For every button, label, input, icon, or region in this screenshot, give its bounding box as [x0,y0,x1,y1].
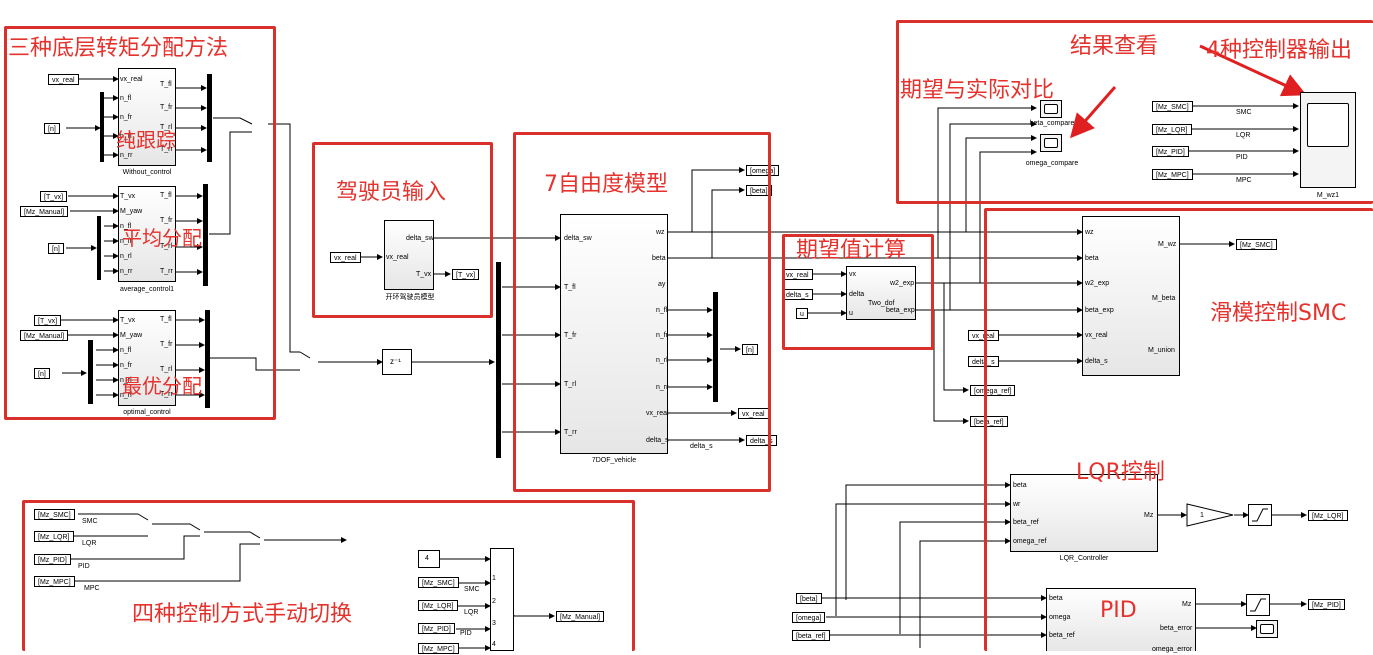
tag-mz-pid-out[interactable]: [Mz_PID] [1308,599,1345,610]
without-control-name: Without_control [122,169,172,176]
driver-block[interactable] [384,220,434,290]
annotation-pid: PID [1100,598,1137,623]
scope-pid-error[interactable] [1256,620,1278,638]
lqr-name: LQR_Controller [1059,555,1109,562]
scope-omega-name: omega_compare [1025,160,1079,167]
driver-name: 开环驾驶员模型 [385,294,435,301]
tag-mz-manual-out[interactable]: [Mz_Manual] [556,611,605,622]
bus-without-out [207,74,212,162]
vehicle-7dof-block[interactable] [560,214,668,454]
gain-value: 1 [1200,512,1204,519]
tag-mz-lqr-3[interactable]: [Mz_LQR] [418,600,458,611]
tag-mz-lqr-out[interactable]: [Mz_LQR] [1308,510,1348,521]
average-control-block[interactable] [118,186,176,282]
tag-tvx-2[interactable]: [T_vx] [34,315,62,326]
bus-vehicle-n [713,292,718,402]
saturation-lqr[interactable] [1248,504,1272,526]
tag-tvx-1[interactable]: [T_vx] [40,191,68,202]
average-control-name: average_control1 [119,286,175,293]
bus-vehicle-in [496,262,501,458]
vehicle-name: 7DOF_vehicle [591,457,637,464]
tag-n-out[interactable]: [n] [742,344,758,355]
tag-beta-ref-pid[interactable]: [beta_ref] [792,630,830,641]
annotation-torque-methods: 三种底层转矩分配方法 [8,36,229,61]
unit-delay-label: z⁻¹ [390,357,401,366]
pid-block[interactable] [1046,588,1196,651]
saturation-pid[interactable] [1246,594,1270,616]
tag-mz-pid-3[interactable]: [Mz_PID] [418,623,455,634]
annotation-driver-input: 驾驶员输入 [336,180,447,205]
tag-beta-out[interactable]: [beta] [746,185,772,196]
bus-optimal [88,340,93,404]
smc-block[interactable] [1082,216,1180,376]
box-manual-switch [22,500,635,651]
scope-beta-name: beta_compare [1029,120,1075,127]
tag-mz-smc-1[interactable]: [Mz_SMC] [1152,101,1193,112]
annotation-7dof: 7自由度模型 [544,172,668,197]
constant-block[interactable] [418,550,440,568]
annotation-pure-tracking: 纯跟踪 [116,128,176,152]
tag-beta-ref[interactable]: [beta_ref] [970,416,1008,427]
optimal-control-block[interactable] [118,310,176,406]
tag-mz-manual-2[interactable]: [Mz_Manual] [20,330,69,341]
annotation-average: 平均分配 [122,226,202,250]
tag-mz-pid-2[interactable]: [Mz_PID] [34,554,71,565]
scope-mwz1-name: M_wz1 [1316,192,1340,199]
annotation-four-outputs: 4种控制器输出 [1206,38,1352,63]
tag-vx-real-4[interactable]: vx_real [968,330,999,341]
box-controllers [984,208,1373,651]
unit-delay-block[interactable] [382,349,412,375]
tag-omega-out[interactable]: [omega] [746,165,780,176]
tag-n-1[interactable]: [n] [44,123,60,134]
annotation-expected-calc: 期望值计算 [796,238,907,263]
box-results [896,20,1373,204]
bus-average [97,216,101,280]
tag-n-3[interactable]: [n] [34,368,50,379]
lqr-block[interactable] [1010,474,1158,552]
tag-mz-lqr-2[interactable]: [Mz_LQR] [34,531,74,542]
tag-omega-pid[interactable]: [omega] [792,612,826,623]
tag-vx-real-2[interactable]: vx_real [330,252,361,263]
box-expected-calc [782,234,934,350]
tag-mz-smc-3[interactable]: [Mz_SMC] [418,577,459,588]
bus-manual [490,548,514,651]
tag-mz-lqr-1[interactable]: [Mz_LQR] [1152,124,1192,135]
tag-delta-s-out[interactable]: delta_s [746,435,777,446]
tag-mz-mpc-2[interactable]: [Mz_MPC] [34,576,75,587]
annotation-manual-switch: 四种控制方式手动切换 [132,602,353,627]
scope-mwz1[interactable] [1300,92,1356,188]
tag-tvx-out[interactable]: [T_vx] [452,269,480,280]
box-torque-distribution [4,26,276,420]
box-driver-input [312,142,493,318]
bus-without [100,92,104,162]
tag-mz-smc-out[interactable]: [Mz_SMC] [1236,239,1277,250]
optimal-control-name: optimal_control [123,409,171,416]
box-vehicle-model [513,132,771,492]
scope-beta-compare[interactable] [1040,100,1062,118]
tag-n-2[interactable]: [n] [48,243,64,254]
tag-omega-ref[interactable]: [omega_ref] [970,385,1016,396]
bus-optimal-out [205,310,210,408]
without-control-block[interactable] [118,68,176,166]
annotation-lqr: LQR控制 [1076,460,1165,485]
tag-delta-s-2[interactable]: delta_s [968,356,999,367]
tag-mz-pid-1[interactable]: [Mz_PID] [1152,146,1189,157]
two-dof-block[interactable] [846,266,916,320]
gain-block[interactable] [1186,503,1234,527]
annotation-optimal: 最优分配 [122,374,202,398]
tag-mz-manual-1[interactable]: [Mz_Manual] [20,206,69,217]
scope-omega-compare[interactable] [1040,134,1062,152]
tag-beta-pid[interactable]: [beta] [796,593,822,604]
tag-mz-smc-2[interactable]: [Mz_SMC] [34,509,75,520]
annotation-smc: 滑模控制SMC [1210,301,1347,326]
tag-mz-mpc-1[interactable]: [Mz_MPC] [1152,169,1193,180]
tag-u[interactable]: u [796,308,808,319]
two-dof-name: Two_dof [868,300,895,307]
annotation-result-view: 结果查看 [1070,34,1159,59]
bus-average-out [203,184,208,286]
tag-vx-real-1[interactable]: vx_real [48,74,79,85]
annotation-expected-vs-actual: 期望与实际对比 [900,78,1055,103]
